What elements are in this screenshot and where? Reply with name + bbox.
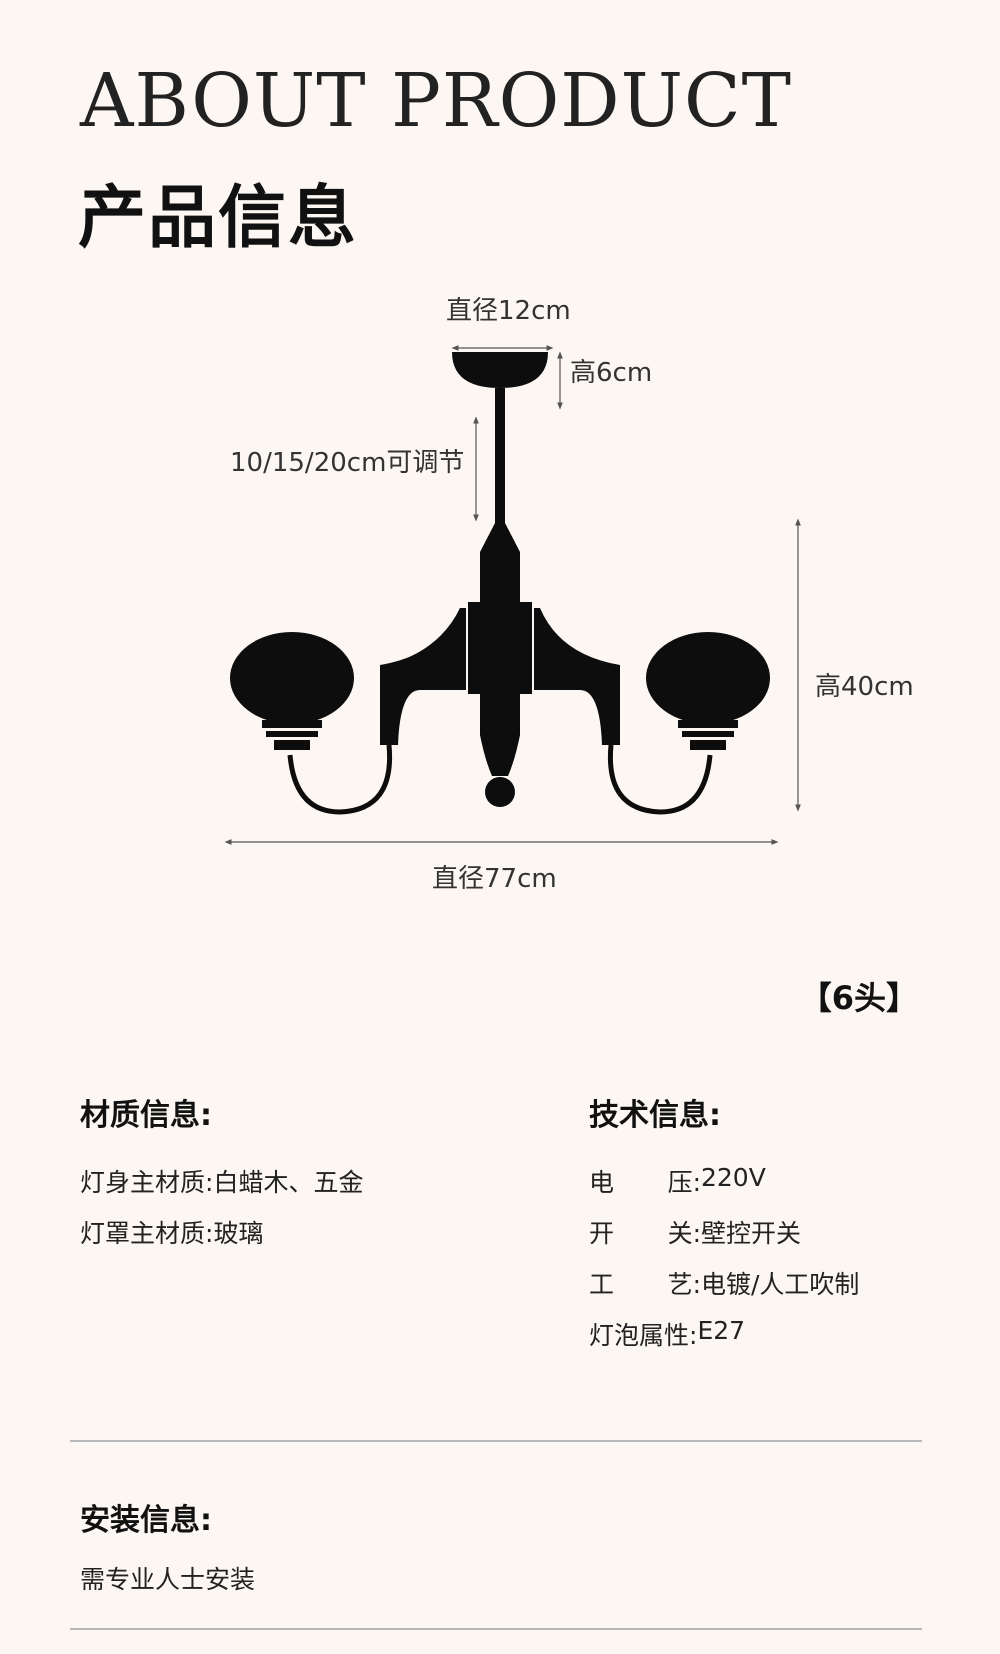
left-collar-1 [262,720,322,728]
tech-section-title: 技术信息: [589,1098,721,1133]
tech-value: 220V [701,1163,766,1192]
canopy [452,352,548,388]
tech-row: 工 艺: 电镀/人工吹制 [589,1265,859,1301]
heads-count-label: 【6头】 [799,979,918,1017]
right-arm-solid [534,608,620,745]
tech-key-part: 压: [667,1168,701,1197]
install-section-title: 安装信息: [80,1503,212,1538]
right-collar-2 [682,731,734,737]
material-row: 灯身主材质: 白蜡木、五金 [80,1163,363,1199]
material-value: 玻璃 [213,1219,264,1248]
right-collar-1 [678,720,738,728]
page-title-en: ABOUT PRODUCT [80,58,792,144]
tech-key-part: 艺: [667,1270,701,1299]
tech-key-part: 关: [667,1219,701,1248]
tech-key-part: 开 [589,1219,615,1248]
material-section-title: 材质信息: [80,1098,212,1133]
chandelier-drawing [224,345,801,845]
left-arm-solid [380,608,466,745]
tech-value: 电镀/人工吹制 [701,1270,860,1299]
right-collar-3 [690,740,726,750]
install-text: 需专业人士安装 [80,1565,256,1594]
product-dimension-diagram: 直径12cm 高6cm 10/15/20cm可调节 高40cm 直径77cm [0,290,1000,950]
tech-row: 开 关: 壁控开关 [589,1214,801,1250]
tech-key-part: 电 [589,1168,615,1197]
material-value: 白蜡木、五金 [213,1168,364,1197]
material-key: 灯罩主材质: [80,1219,214,1248]
right-tube [607,744,713,815]
upper-body [480,523,520,602]
left-collar-3 [274,740,310,750]
canopy-diameter-label: 直径12cm [446,296,571,326]
tech-value: E27 [697,1316,746,1345]
center-block [468,602,532,694]
rod-adjust-label: 10/15/20cm可调节 [230,448,465,478]
tech-row: 灯泡属性: E27 [589,1316,745,1352]
left-shade [230,632,354,724]
canopy-height-label: 高6cm [570,358,653,388]
rod [495,388,505,523]
tech-key-part: 工 [589,1270,615,1299]
divider [70,1440,922,1442]
material-key: 灯身主材质: [80,1168,214,1197]
left-tube [287,744,393,815]
page-title-cn: 产品信息 [78,179,359,258]
tech-value: 壁控开关 [701,1219,802,1248]
material-row: 灯罩主材质: 玻璃 [80,1214,263,1250]
total-diameter-label: 直径77cm [432,864,557,894]
divider [70,1628,922,1630]
left-collar-2 [266,731,318,737]
tech-row: 电 压: 220V [589,1163,766,1199]
tech-key: 灯泡属性: [589,1321,698,1350]
lower-body [480,694,520,776]
finial-ball [485,777,515,807]
right-shade [646,632,770,724]
body-height-label: 高40cm [815,672,914,702]
